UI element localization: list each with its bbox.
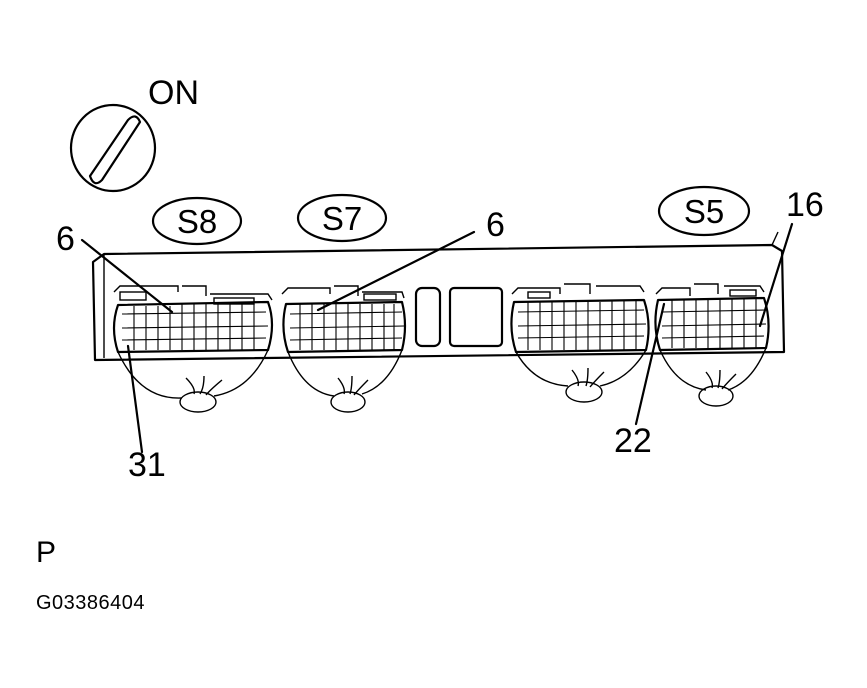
ignition-switch-icon: [69, 103, 157, 193]
connector-s7: [281, 285, 407, 413]
s8-pin-6-label: 6: [56, 220, 75, 258]
connector-s8: [112, 285, 274, 413]
middle-right-pin-grid: [517, 300, 647, 350]
s5-pin-22-label: 22: [614, 422, 652, 460]
figure-code: G03386404: [36, 592, 146, 614]
connector-middle-right: [510, 283, 650, 403]
connector-s5-label: S5: [684, 193, 724, 230]
connector-s8-badge: S8: [151, 196, 243, 246]
s7-pin-grid: [289, 304, 405, 350]
pin-leader-lines: [80, 222, 794, 454]
connector-s7-label: S7: [322, 200, 362, 237]
s7-pin-6-label: 6: [486, 206, 505, 244]
s5-pin-grid: [661, 298, 767, 348]
ecu-housing: [91, 231, 786, 362]
s8-pin-31-label: 31: [128, 446, 166, 484]
caption-letter: P: [36, 536, 57, 569]
s5-pin-16-label: 16: [786, 186, 824, 224]
s8-pin-grid: [121, 304, 269, 350]
connector-s5-badge: S5: [657, 185, 751, 237]
ignition-on-label: ON: [148, 74, 199, 112]
center-blank-slots: [414, 286, 504, 348]
connector-s5: [654, 283, 770, 407]
connector-s8-label: S8: [177, 203, 217, 240]
connector-s7-badge: S7: [296, 193, 388, 243]
